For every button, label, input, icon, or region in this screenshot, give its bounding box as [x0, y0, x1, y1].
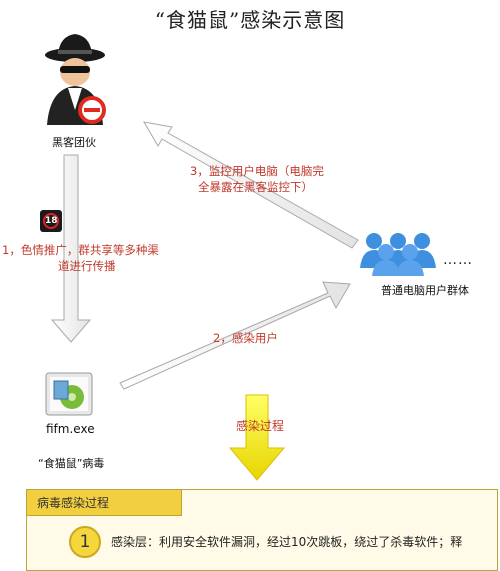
infection-arrow-label: 感染过程: [236, 419, 285, 433]
step2-label: 2，感染用户: [213, 331, 278, 345]
infection-process-box: 病毒感染过程 1 感染层：利用安全软件漏洞，经过10次跳板，绕过了杀毒软件；释: [26, 489, 498, 571]
step3-line2: 全暴露在黑客监控下）: [198, 180, 313, 194]
diagram-title: “食猫鼠”感染示意图: [154, 8, 346, 32]
step3-line1: 3，监控用户电脑（电脑完: [190, 164, 324, 178]
adult-18-icon: 18: [40, 210, 62, 232]
process-box-header: 病毒感染过程: [27, 490, 182, 516]
arrow-virus-to-users: [119, 281, 351, 390]
hacker-spy-icon: [45, 34, 106, 125]
exe-installer-icon: [45, 372, 93, 416]
users-more-dots: ……: [443, 252, 473, 268]
yellow-infection-arrow: [228, 394, 286, 481]
arrow-hacker-to-virus: [50, 154, 92, 343]
arrow-users-to-hacker: [143, 121, 359, 249]
process-step-text: 感染层：利用安全软件漏洞，经过10次跳板，绕过了杀毒软件；释: [111, 535, 463, 549]
user-group-icon: [360, 233, 436, 276]
hacker-label: 黑客团伙: [52, 136, 96, 149]
diagram-arrows: [45, 34, 436, 481]
step1-line2: 道进行传播: [58, 259, 116, 273]
exe-file-label: fifm.exe: [46, 422, 95, 436]
users-label: 普通电脑用户群体: [381, 284, 469, 297]
step1-line1: 1，色情推广，群共享等多种渠: [2, 243, 159, 257]
step-number-badge: 1: [69, 526, 101, 558]
virus-caption: “食猫鼠”病毒: [38, 457, 105, 470]
